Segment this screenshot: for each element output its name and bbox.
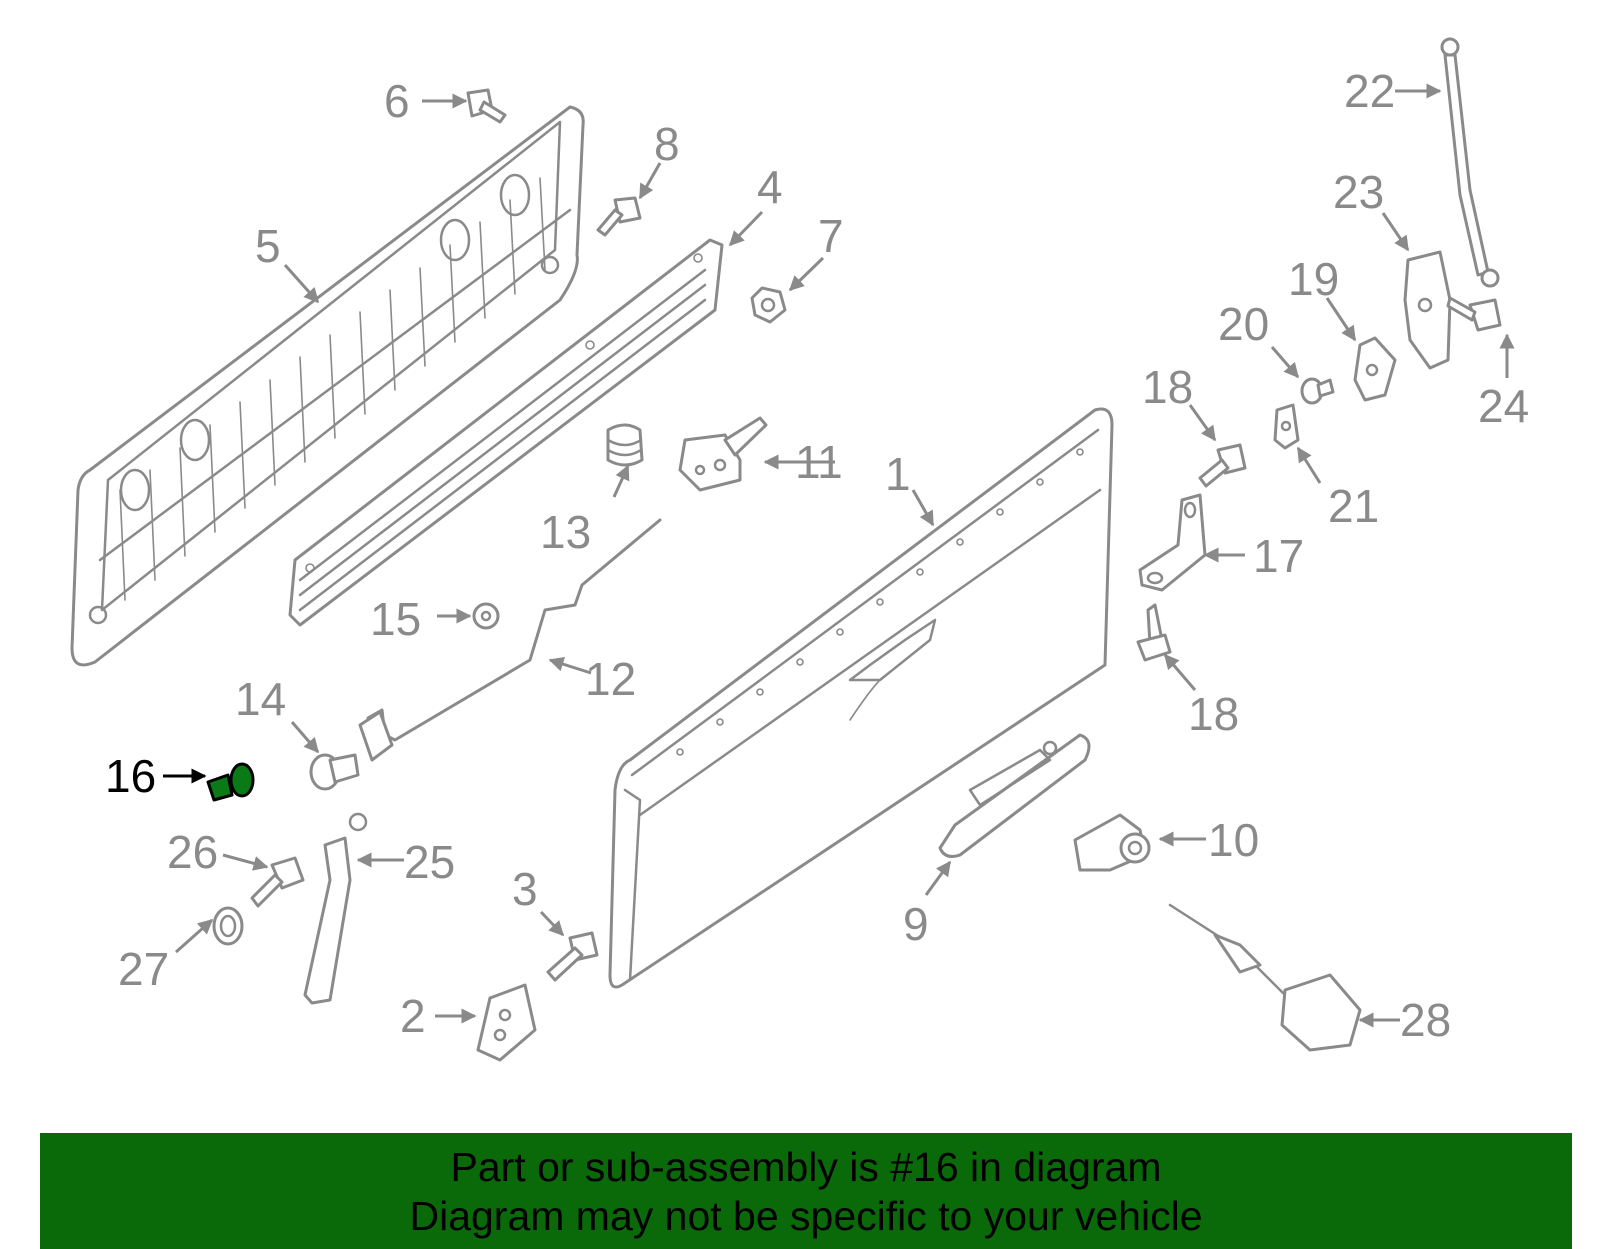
bolt-part-8 — [596, 196, 642, 237]
label-part-23: 23 — [1333, 166, 1384, 218]
bolt-part-3 — [546, 931, 599, 982]
handle-part-9 — [938, 733, 1091, 858]
label-part-17: 17 — [1253, 530, 1304, 582]
trim-strip-part-4 — [288, 238, 724, 627]
label-part-10: 10 — [1208, 814, 1259, 866]
bracket-part-19 — [1353, 336, 1397, 402]
bolt-part-26 — [250, 856, 305, 908]
label-part-4: 4 — [757, 161, 783, 213]
label-part-28: 28 — [1400, 994, 1451, 1046]
label-part-3: 3 — [512, 863, 538, 915]
label-part-16: 16 — [105, 750, 156, 802]
label-part-1: 1 — [885, 448, 911, 500]
latch-part-10 — [1073, 813, 1151, 872]
label-part-19: 19 — [1288, 253, 1339, 305]
inner-panel-part-5 — [70, 105, 585, 667]
label-part-5: 5 — [255, 220, 281, 272]
label-part-8: 8 — [654, 118, 680, 170]
label-part-6: 6 — [384, 75, 410, 127]
label-part-25: 25 — [404, 836, 455, 888]
callout-labels: 6 5 8 4 7 13 11 1 15 12 14 16 26 25 27 3… — [105, 65, 1529, 1046]
screw-part-24 — [1446, 296, 1502, 332]
strap-part-25 — [303, 812, 368, 1005]
tailgate-part-1 — [608, 407, 1114, 989]
bolt-part-20 — [1300, 377, 1335, 405]
label-part-2: 2 — [400, 990, 426, 1042]
hinge-part-2 — [476, 983, 537, 1062]
label-part-20: 20 — [1218, 298, 1269, 350]
label-part-12: 12 — [585, 653, 636, 705]
label-part-22: 22 — [1344, 65, 1395, 117]
bolt-part-18-upper — [1198, 443, 1247, 488]
info-banner: Part or sub-assembly is #16 in diagram D… — [40, 1133, 1572, 1249]
plate-part-21 — [1273, 403, 1300, 450]
label-part-7: 7 — [818, 210, 844, 262]
label-part-26: 26 — [167, 826, 218, 878]
label-part-11: 11 — [795, 436, 843, 488]
bracket-part-17 — [1138, 493, 1207, 592]
washer-part-15 — [472, 602, 500, 630]
bolt-part-6 — [466, 88, 507, 124]
actuator-part-28 — [1168, 903, 1362, 1052]
pivot-part-11 — [678, 416, 768, 492]
bushing-part-14 — [309, 753, 360, 791]
rod-part-12 — [358, 518, 662, 762]
label-part-18-lower: 18 — [1188, 688, 1239, 740]
bumper-part-13 — [606, 423, 644, 467]
label-part-27: 27 — [118, 943, 169, 995]
fastener-part-16 — [206, 762, 255, 802]
label-part-13: 13 — [540, 506, 591, 558]
label-part-18-upper: 18 — [1142, 361, 1193, 413]
washer-part-27 — [212, 906, 244, 946]
nut-part-7 — [750, 286, 787, 324]
label-part-15: 15 — [370, 593, 421, 645]
bracket-part-23 — [1403, 250, 1452, 370]
leader-arrows — [163, 83, 1515, 1028]
banner-line-disclaimer: Diagram may not be specific to your vehi… — [409, 1193, 1203, 1239]
label-part-21: 21 — [1328, 480, 1379, 532]
label-part-24: 24 — [1478, 380, 1529, 432]
bolt-part-18-lower — [1136, 603, 1172, 662]
label-part-14: 14 — [235, 673, 286, 725]
strut-part-22 — [1440, 37, 1500, 288]
banner-line-part-number: Part or sub-assembly is #16 in diagram — [450, 1144, 1162, 1190]
label-part-9: 9 — [903, 898, 929, 950]
